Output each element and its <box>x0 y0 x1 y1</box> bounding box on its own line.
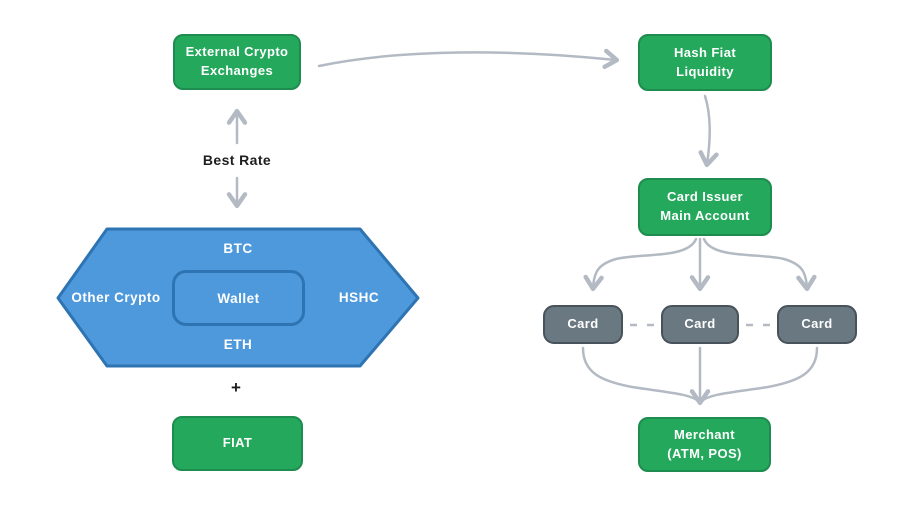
hexagon-label-eth: ETH <box>223 337 253 352</box>
node-hash-fiat-liquidity: Hash Fiat Liquidity <box>638 34 772 91</box>
arrow-liquidity-to-card-issuer <box>698 94 719 168</box>
line-card-right-to-merchant <box>700 346 819 403</box>
node-card-1: Card <box>543 305 623 344</box>
node-fiat: FIAT <box>172 416 303 471</box>
arrow-issuer-to-card-left <box>583 237 698 292</box>
arrow-exchanges-to-liquidity <box>317 48 620 70</box>
wallet-hexagon-shape <box>56 227 420 368</box>
hexagon-label-hshc: HSHC <box>338 290 380 305</box>
best-rate-label: Best Rate <box>202 152 272 168</box>
arrow-issuer-to-card-right <box>702 237 817 292</box>
node-card-2: Card <box>661 305 739 344</box>
plus-sign: + <box>231 378 241 397</box>
node-card-issuer-main-account: Card Issuer Main Account <box>638 178 772 236</box>
node-merchant-atm-pos: Merchant (ATM, POS) <box>638 417 771 472</box>
hexagon-label-other-crypto: Other Crypto <box>71 290 161 305</box>
hexagon-label-btc: BTC <box>223 241 253 256</box>
node-external-crypto-exchanges: External Crypto Exchanges <box>173 34 301 90</box>
node-wallet: Wallet <box>172 270 305 326</box>
line-card-left-to-merchant <box>581 346 700 403</box>
node-card-3: Card <box>777 305 857 344</box>
